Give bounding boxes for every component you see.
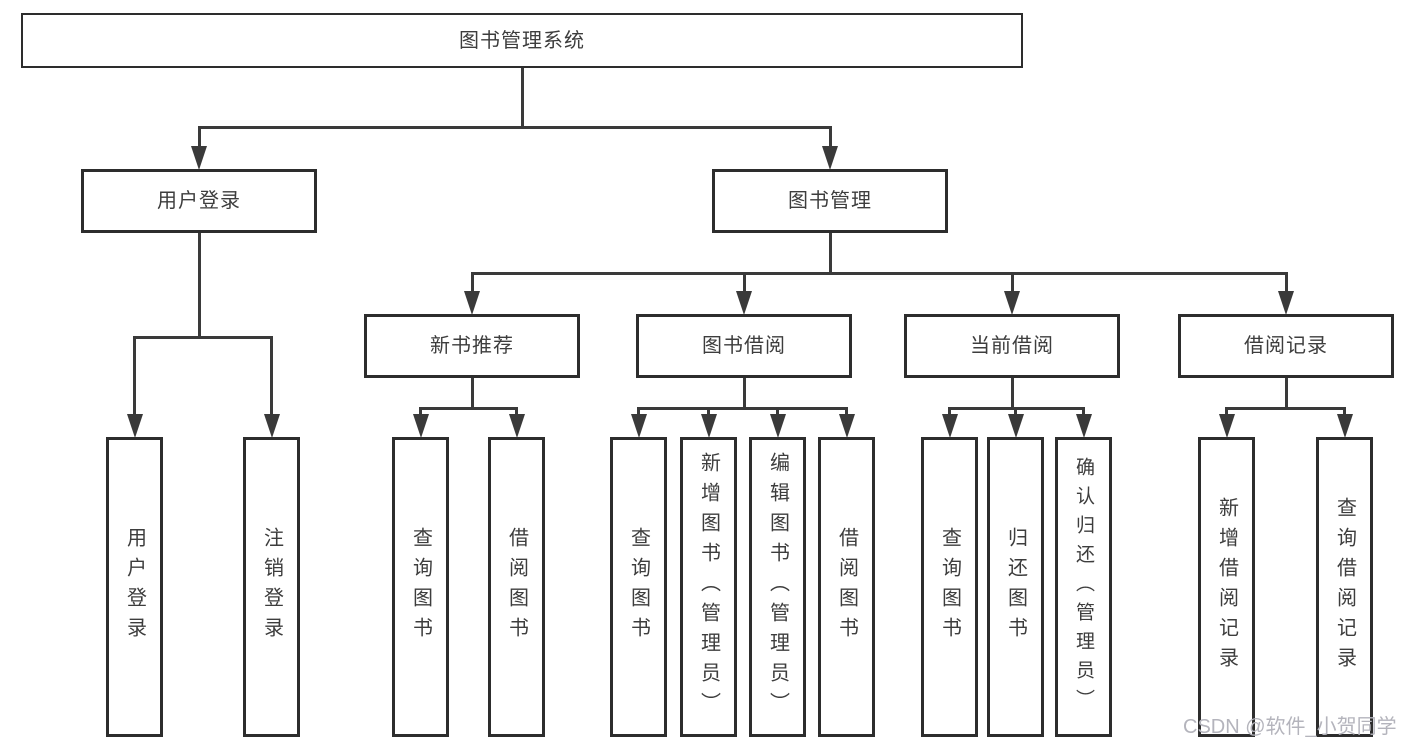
tree-node-mgmt: 图书管理 [712, 169, 948, 233]
connector-line-vertical [197, 233, 201, 336]
connector-line-horizontal [637, 407, 848, 410]
arrow-down-icon [1218, 414, 1235, 438]
arrow-down-icon [630, 414, 647, 438]
connector-line-vertical [707, 407, 710, 419]
arrow-down-icon [822, 146, 838, 170]
connector-line-vertical [637, 407, 640, 419]
tree-node-label: 确认归还（管理员） [1073, 456, 1094, 718]
tree-node-leaf-cur-query: 查询图书 [921, 437, 978, 737]
arrow-down-icon [1007, 414, 1024, 438]
arrow-down-icon [508, 414, 525, 438]
tree-node-label: 归还图书 [1004, 527, 1027, 647]
tree-node-login: 用户登录 [81, 169, 317, 233]
arrow-down-icon [464, 291, 480, 315]
csdn-watermark: CSDN @软件_小贺同学 [1183, 716, 1397, 738]
connector-line-vertical [776, 407, 779, 419]
connector-line-vertical [828, 233, 832, 272]
connector-line-vertical [419, 407, 422, 419]
tree-node-borrow: 图书借阅 [636, 314, 852, 378]
connector-line-vertical [828, 126, 832, 151]
connector-line-horizontal [470, 272, 1288, 275]
tree-node-label: 图书借阅 [702, 335, 786, 357]
connector-line-vertical [133, 336, 136, 419]
tree-node-label: 图书管理 [788, 190, 872, 212]
tree-node-leaf-cur-return: 归还图书 [987, 437, 1044, 737]
connector-line-vertical [270, 336, 273, 419]
tree-node-leaf-bw-query: 查询图书 [610, 437, 667, 737]
connector-line-vertical [1284, 378, 1288, 407]
connector-line-vertical [515, 407, 518, 419]
tree-node-label: 图书管理系统 [459, 29, 585, 52]
tree-node-label: 用户登录 [157, 190, 241, 212]
connector-line-vertical [1014, 407, 1017, 419]
arrow-down-icon [736, 291, 752, 315]
arrow-down-icon [1004, 291, 1020, 315]
tree-node-label: 新增图书（管理员） [697, 452, 720, 722]
tree-node-leaf-nb-borrow: 借阅图书 [488, 437, 545, 737]
arrow-down-icon [941, 414, 958, 438]
connector-line-horizontal [197, 126, 832, 129]
connector-line-horizontal [133, 336, 273, 339]
tree-node-label: 注销登录 [260, 527, 283, 647]
tree-node-label: 查询图书 [627, 527, 650, 647]
tree-node-label: 查询借阅记录 [1333, 497, 1356, 677]
tree-node-leaf-user-login: 用户登录 [106, 437, 163, 737]
connector-line-vertical [1284, 272, 1288, 296]
connector-line-vertical [742, 272, 746, 296]
tree-node-label: 借阅图书 [835, 527, 858, 647]
connector-line-vertical [1343, 407, 1346, 419]
connector-line-vertical [742, 378, 746, 407]
arrow-down-icon [191, 146, 207, 170]
tree-node-leaf-nb-query: 查询图书 [392, 437, 449, 737]
tree-node-label: 查询图书 [409, 527, 432, 647]
arrow-down-icon [263, 414, 280, 438]
arrow-down-icon [1278, 291, 1294, 315]
connector-line-vertical [470, 378, 474, 407]
tree-node-leaf-bw-add: 新增图书（管理员） [680, 437, 737, 737]
connector-line-vertical [520, 68, 524, 126]
tree-node-leaf-bw-edit: 编辑图书（管理员） [749, 437, 806, 737]
arrow-down-icon [412, 414, 429, 438]
arrow-down-icon [838, 414, 855, 438]
tree-node-label: 编辑图书（管理员） [766, 452, 789, 722]
arrow-down-icon [700, 414, 717, 438]
connector-line-vertical [197, 126, 201, 151]
tree-node-label: 新书推荐 [430, 335, 514, 357]
tree-node-label: 查询图书 [938, 527, 961, 647]
tree-node-label: 用户登录 [123, 527, 146, 647]
connector-line-horizontal [1225, 407, 1346, 410]
tree-node-label: 新增借阅记录 [1215, 497, 1238, 677]
tree-node-leaf-cur-confirm: 确认归还（管理员） [1055, 437, 1112, 737]
tree-node-label: 借阅记录 [1244, 335, 1328, 357]
connector-line-vertical [1010, 378, 1014, 407]
arrow-down-icon [1075, 414, 1092, 438]
tree-node-records: 借阅记录 [1178, 314, 1394, 378]
tree-node-leaf-logout: 注销登录 [243, 437, 300, 737]
tree-node-leaf-bw-borrow: 借阅图书 [818, 437, 875, 737]
tree-node-leaf-rec-add: 新增借阅记录 [1198, 437, 1255, 737]
tree-node-root: 图书管理系统 [21, 13, 1023, 68]
tree-node-label: 当前借阅 [970, 335, 1054, 357]
tree-node-label: 借阅图书 [505, 527, 528, 647]
arrow-down-icon [769, 414, 786, 438]
tree-node-leaf-rec-query: 查询借阅记录 [1316, 437, 1373, 737]
connector-line-vertical [1010, 272, 1014, 296]
connector-line-horizontal [419, 407, 518, 410]
tree-node-newbook: 新书推荐 [364, 314, 580, 378]
connector-line-vertical [470, 272, 474, 296]
connector-line-vertical [1225, 407, 1228, 419]
connector-line-vertical [1082, 407, 1085, 419]
tree-node-current: 当前借阅 [904, 314, 1120, 378]
arrow-down-icon [1336, 414, 1353, 438]
arrow-down-icon [126, 414, 143, 438]
connector-line-vertical [948, 407, 951, 419]
connector-line-vertical [845, 407, 848, 419]
